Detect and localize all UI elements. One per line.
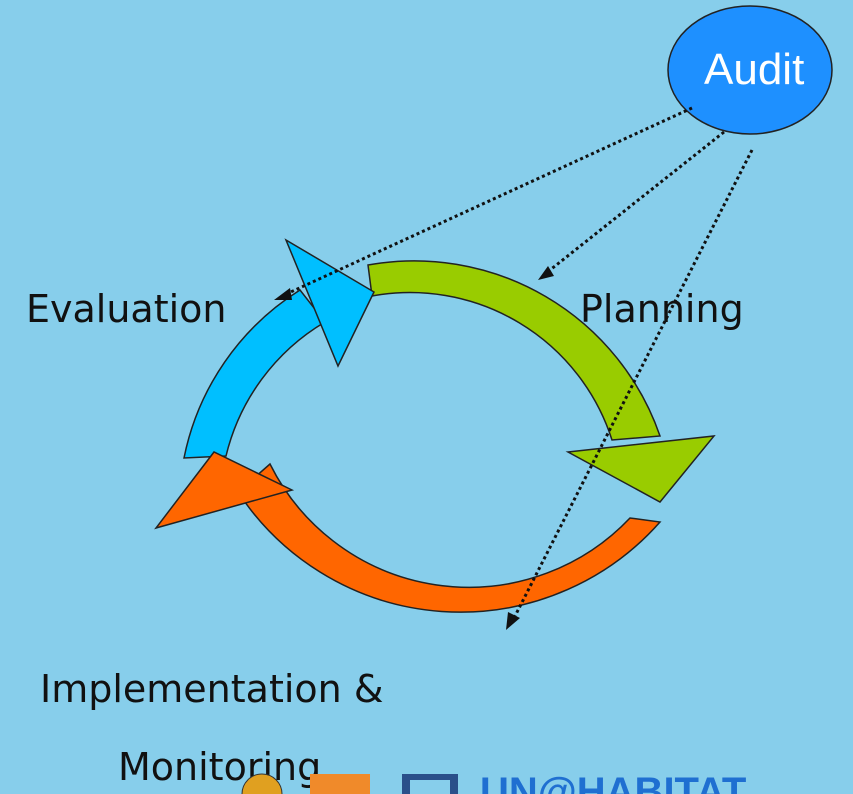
implementation-label-line1: Implementation & bbox=[40, 667, 384, 711]
evaluation-connector-arrowhead bbox=[274, 288, 292, 300]
evaluation-label: Evaluation bbox=[26, 287, 227, 331]
implementation-arrow bbox=[237, 462, 662, 613]
implementation-label-line2: Monitoring bbox=[118, 745, 322, 789]
audit-to-implementation-connector bbox=[510, 149, 754, 623]
footer-logos bbox=[241, 773, 458, 794]
audit-label: Audit bbox=[704, 45, 805, 94]
planning-connector-arrowhead bbox=[538, 266, 554, 280]
audit-to-planning-connector bbox=[544, 130, 725, 276]
implementation-arrowhead bbox=[154, 451, 295, 530]
un-habitat-logo-text: UN@HABITAT bbox=[480, 772, 747, 794]
audit-node bbox=[667, 5, 833, 135]
implementation-connector-arrowhead bbox=[506, 612, 520, 630]
planning-arrow bbox=[367, 260, 662, 441]
planning-arrowhead bbox=[565, 435, 716, 503]
evaluation-arrowhead bbox=[284, 238, 375, 368]
audit-to-evaluation-connector bbox=[281, 106, 693, 298]
footer-logo-strip: UN@HABITAT bbox=[230, 772, 853, 794]
planning-label: Planning bbox=[580, 287, 744, 331]
